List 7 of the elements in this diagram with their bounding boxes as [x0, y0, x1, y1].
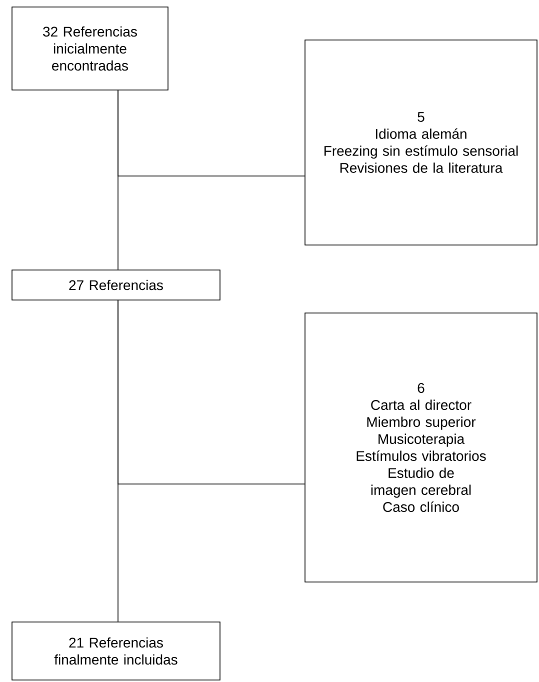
process-box: 21 Referencias finalmente incluidas — [12, 622, 220, 680]
connector-line — [118, 300, 305, 484]
process-box: 32 Referencias inicialmente encontradas — [12, 6, 168, 90]
exclusion-box: 6 Carta al director Miembro superior Musicoterapia Estímulos vibratorios Estudio de imagen cerebral Caso clínico — [304, 312, 538, 582]
exclusion-box: 5 Idioma alemán Freezing sin estímulo sensorial Revisiones de la literatura — [304, 40, 538, 246]
process-box: 27 Referencias — [12, 270, 220, 300]
connector-line — [118, 90, 305, 176]
